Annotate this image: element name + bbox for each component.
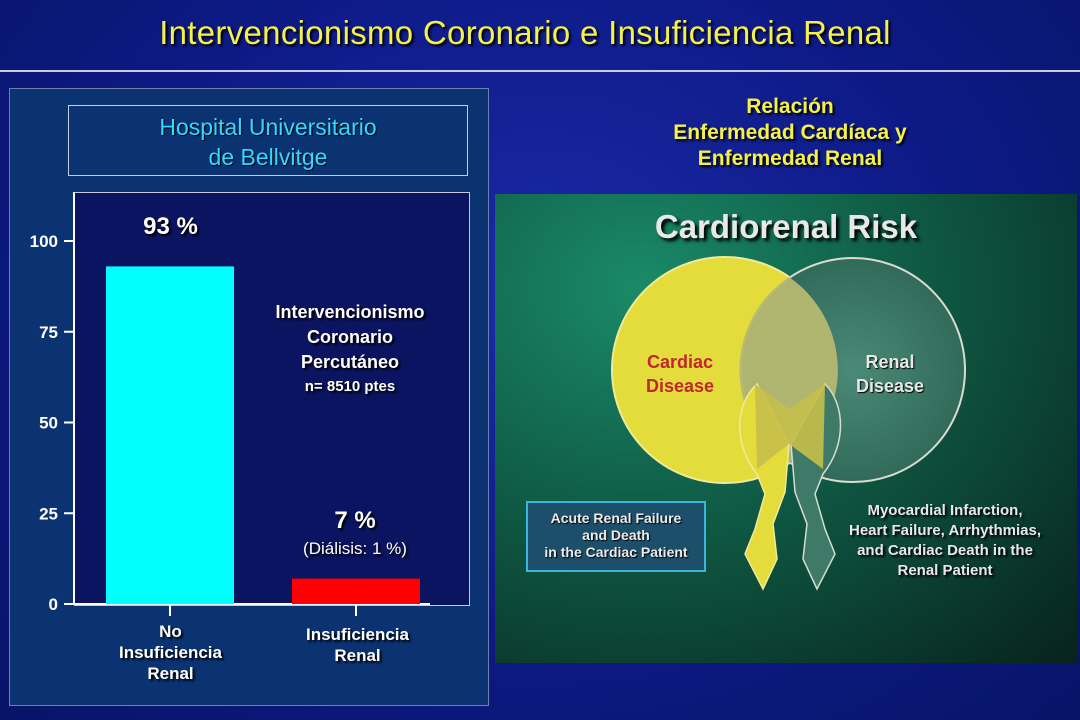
slide-title: Intervencionismo Coronario e Insuficienc… — [159, 14, 891, 51]
hospital-line-2: de Bellvitge — [208, 144, 328, 170]
venn-diagram — [611, 256, 966, 591]
data-label-insuficiencia: 7 % — [334, 507, 376, 534]
category-label-insuficiencia: Insuficiencia Renal — [285, 624, 430, 666]
hospital-line-1: Hospital Universitario — [159, 114, 377, 140]
y-tick-label: 0 — [49, 595, 58, 614]
dialysis-note: (Diálisis: 1 %) — [303, 539, 407, 558]
hospital-box: Hospital Universitario de Bellvitge — [68, 105, 468, 176]
cardiac-line-2: Disease — [645, 376, 715, 396]
acute-line-2: and Death — [582, 527, 650, 543]
cat2-line-2: Renal — [334, 646, 381, 665]
myo-line-4: Renal Patient — [897, 562, 993, 579]
y-tick-label: 50 — [39, 414, 58, 433]
cat2-line-1: Insuficiencia — [306, 625, 409, 644]
relation-line-1: Relación — [746, 95, 834, 118]
y-tick-label: 100 — [30, 232, 58, 251]
note-line-1: Intervencionismo — [275, 302, 425, 322]
title-divider — [0, 70, 1080, 72]
acute-line-3: in the Cardiac Patient — [544, 544, 688, 560]
y-tick-label: 75 — [39, 323, 58, 342]
note-line-2: Coronario — [306, 327, 393, 347]
myo-line-1: Myocardial Infarction, — [867, 502, 1023, 519]
bar — [106, 266, 234, 604]
acute-renal-failure-box: Acute Renal Failure and Death in the Car… — [526, 501, 706, 572]
myo-line-3: and Cardiac Death in the — [857, 542, 1033, 559]
relation-heading: Relación Enfermedad Cardíaca y Enfermeda… — [600, 94, 980, 172]
cat1-line-1: No — [159, 622, 182, 641]
cardiac-line-1: Cardiac — [646, 352, 714, 372]
renal-disease-label: Renal Disease — [840, 350, 940, 398]
procedure-note: Intervencionismo Coronario Percutáneo — [255, 300, 445, 375]
myocardial-infarction-text: Myocardial Infarction, Heart Failure, Ar… — [825, 501, 1065, 581]
risk-title: Cardiorenal Risk — [654, 208, 918, 245]
data-label-no-insuficiencia: 93 % — [143, 213, 198, 240]
renal-line-1: Renal — [865, 352, 915, 372]
note-line-3: Percutáneo — [300, 352, 400, 372]
acute-line-1: Acute Renal Failure — [550, 510, 682, 526]
cat1-line-2: Insuficiencia — [119, 643, 222, 662]
cat1-line-3: Renal — [147, 664, 194, 683]
bar — [292, 578, 420, 604]
patient-count: n= 8510 ptes — [304, 378, 396, 395]
cardiac-disease-label: Cardiac Disease — [635, 350, 725, 398]
cardiorenal-risk-diagram: Cardiorenal Risk Cardiac Disease Renal D… — [495, 194, 1077, 663]
renal-line-2: Disease — [855, 376, 925, 396]
relation-line-2: Enfermedad Cardíaca y — [673, 121, 907, 144]
relation-line-3: Enfermedad Renal — [697, 147, 883, 170]
y-tick-label: 25 — [39, 504, 58, 523]
myo-line-2: Heart Failure, Arrhythmias, — [848, 522, 1041, 539]
overlap-arrow-shade — [755, 384, 825, 469]
category-label-no-insuficiencia: No Insuficiencia Renal — [98, 621, 243, 684]
